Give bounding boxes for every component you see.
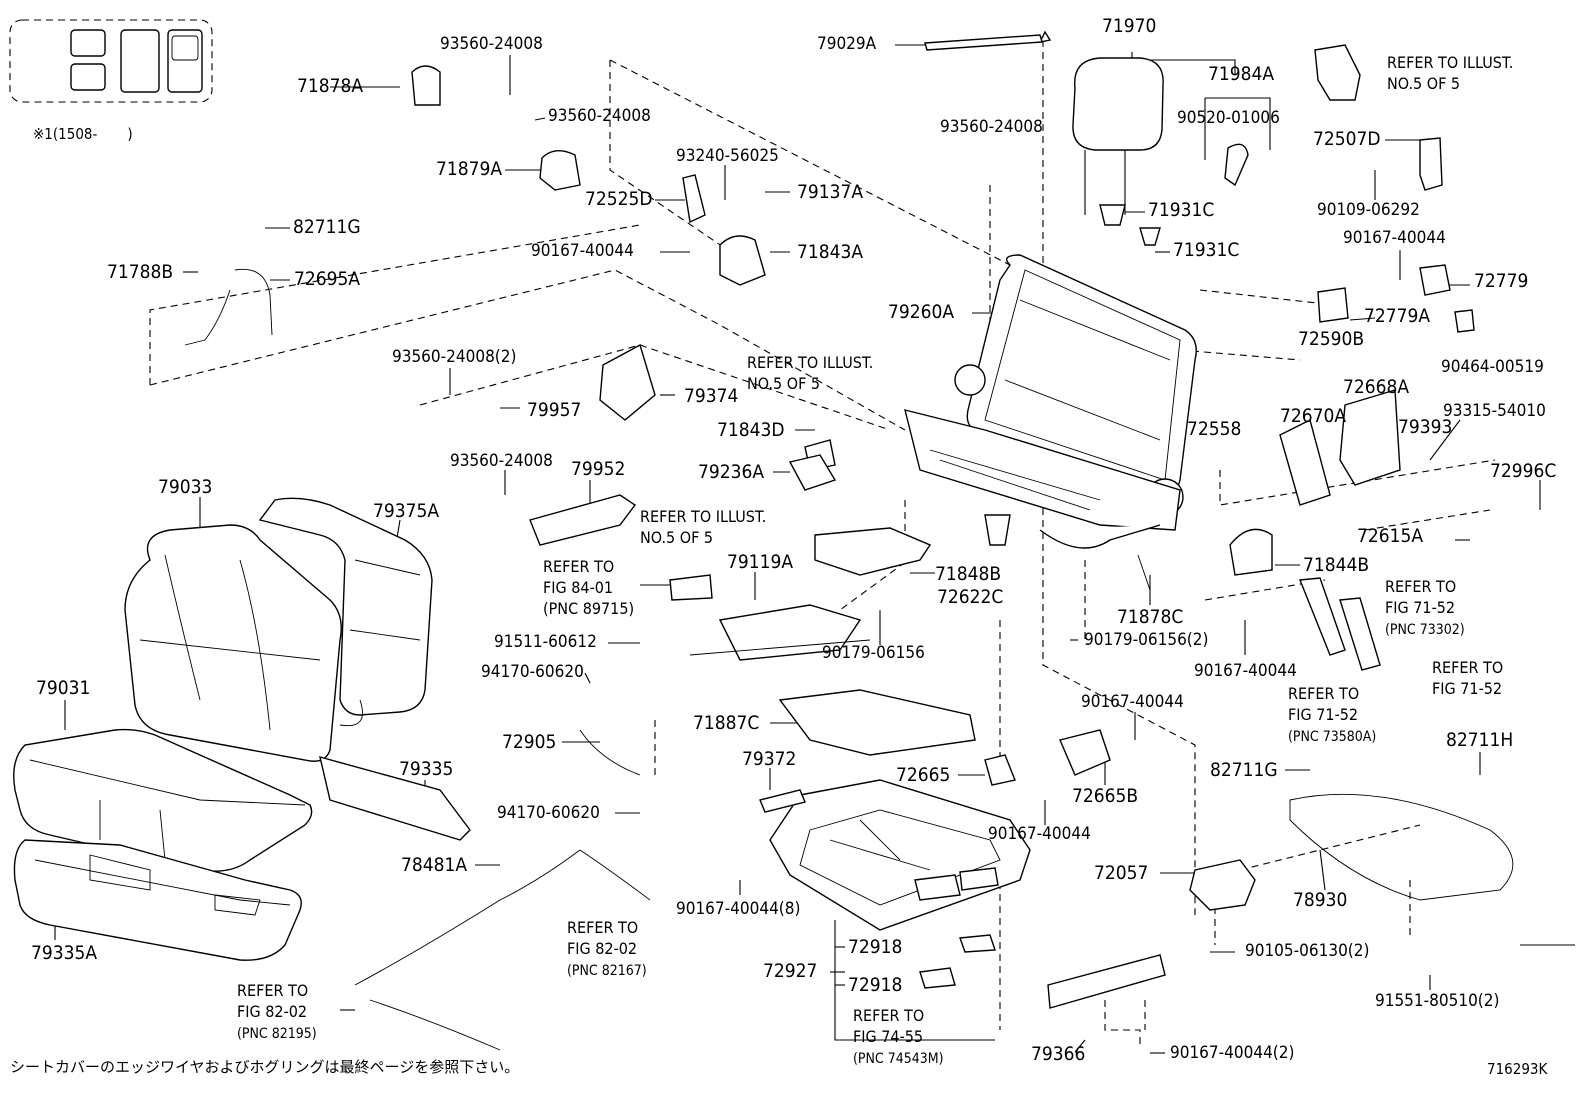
part-79957[interactable]: 79957 xyxy=(527,399,582,421)
part-72670A[interactable]: 72670A xyxy=(1280,405,1347,427)
part-90179-06156[interactable]: 90179-06156 xyxy=(822,643,925,663)
refer-illust-top: REFER TO ILLUST.NO.5 OF 5 xyxy=(1387,53,1514,93)
part-72927[interactable]: 72927 xyxy=(763,960,818,982)
part-90109-06292[interactable]: 90109-06292 xyxy=(1317,200,1420,220)
part-79952[interactable]: 79952 xyxy=(571,458,626,480)
part-93240-56025[interactable]: 93240-56025 xyxy=(676,146,779,166)
part-72695A[interactable]: 72695A xyxy=(294,268,361,290)
part-90105-06130-x2[interactable]: 90105-06130(2) xyxy=(1245,941,1370,961)
part-72507D[interactable]: 72507D xyxy=(1313,128,1381,150)
part-79366[interactable]: 79366 xyxy=(1031,1043,1086,1065)
part-71843A[interactable]: 71843A xyxy=(797,241,864,263)
part-79029A[interactable]: 79029A xyxy=(817,34,877,54)
part-71788B[interactable]: 71788B xyxy=(107,261,174,283)
part-79372[interactable]: 79372 xyxy=(742,748,797,770)
part-71931C-lower[interactable]: 71931C xyxy=(1173,239,1240,261)
part-79374[interactable]: 79374 xyxy=(684,385,739,407)
part-93560-24008-left[interactable]: 93560-24008 xyxy=(450,451,553,471)
part-82711G-lower[interactable]: 82711G xyxy=(1210,759,1278,781)
applicability-note: ※1(1508- ) xyxy=(33,125,133,143)
part-82711H[interactable]: 82711H xyxy=(1446,729,1514,751)
part-93560-24008-top[interactable]: 93560-24008 xyxy=(440,34,543,54)
part-71844B[interactable]: 71844B xyxy=(1303,554,1370,576)
part-71878A[interactable]: 71878A xyxy=(297,75,364,97)
part-91551-80510-x2[interactable]: 91551-80510(2) xyxy=(1375,991,1500,1011)
refer-illust-mid: REFER TO ILLUST.NO.5 OF 5 xyxy=(747,353,874,393)
seat-layout-key-icon xyxy=(9,19,213,103)
part-72057[interactable]: 72057 xyxy=(1094,862,1149,884)
part-94170-60620-lower[interactable]: 94170-60620 xyxy=(497,803,600,823)
part-71848B[interactable]: 71848B xyxy=(935,563,1002,585)
part-93560-24008-x2[interactable]: 93560-24008(2) xyxy=(392,347,517,367)
part-94170-60620-upper[interactable]: 94170-60620 xyxy=(481,662,584,682)
seat-cushion-artwork xyxy=(13,497,471,961)
part-90179-06156-x2[interactable]: 90179-06156(2) xyxy=(1084,630,1209,650)
part-79335[interactable]: 79335 xyxy=(399,758,454,780)
part-90167-40044-x2[interactable]: 90167-40044(2) xyxy=(1170,1043,1295,1063)
part-71879A[interactable]: 71879A xyxy=(436,158,503,180)
part-90464-00519[interactable]: 90464-00519 xyxy=(1441,357,1544,377)
part-90167-40044-mid[interactable]: 90167-40044 xyxy=(1194,661,1297,681)
part-72665[interactable]: 72665 xyxy=(896,764,951,786)
part-72905[interactable]: 72905 xyxy=(502,731,557,753)
part-93560-24008-second[interactable]: 93560-24008 xyxy=(548,106,651,126)
part-91511-60612[interactable]: 91511-60612 xyxy=(494,632,597,652)
seat-back-frame-artwork xyxy=(904,254,1197,549)
part-79236A[interactable]: 79236A xyxy=(698,461,765,483)
part-72996C[interactable]: 72996C xyxy=(1490,460,1557,482)
part-72590B[interactable]: 72590B xyxy=(1298,328,1365,350)
part-78481A[interactable]: 78481A xyxy=(401,854,468,876)
part-71843D[interactable]: 71843D xyxy=(717,419,785,441)
part-72615A[interactable]: 72615A xyxy=(1357,525,1424,547)
part-90167-40044-right[interactable]: 90167-40044 xyxy=(1343,228,1446,248)
part-79393[interactable]: 79393 xyxy=(1398,416,1453,438)
part-72558[interactable]: 72558 xyxy=(1187,418,1242,440)
part-93315-54010[interactable]: 93315-54010 xyxy=(1443,401,1546,421)
part-71931C-upper[interactable]: 71931C xyxy=(1148,199,1215,221)
part-79137A[interactable]: 79137A xyxy=(797,181,864,203)
part-71878C[interactable]: 71878C xyxy=(1117,606,1184,628)
part-72668A[interactable]: 72668A xyxy=(1343,376,1410,398)
part-90520-01006[interactable]: 90520-01006 xyxy=(1177,108,1280,128)
part-90167-40044-upper[interactable]: 90167-40044 xyxy=(531,241,634,261)
part-79260A[interactable]: 79260A xyxy=(888,301,955,323)
diagram-id: 716293K xyxy=(1487,1060,1548,1078)
part-72779[interactable]: 72779 xyxy=(1474,270,1529,292)
part-90167-40044-bracket[interactable]: 90167-40044 xyxy=(1081,692,1184,712)
part-82711G-upper[interactable]: 82711G xyxy=(293,216,361,238)
part-90167-40044-base[interactable]: 90167-40044 xyxy=(988,824,1091,844)
part-72918-lower[interactable]: 72918 xyxy=(848,974,903,996)
part-79119A[interactable]: 79119A xyxy=(727,551,794,573)
part-71970[interactable]: 71970 xyxy=(1102,15,1157,37)
part-72918-upper[interactable]: 72918 xyxy=(848,936,903,958)
part-93560-24008-center[interactable]: 93560-24008 xyxy=(940,117,1043,137)
part-72779A[interactable]: 72779A xyxy=(1364,305,1431,327)
part-72525D[interactable]: 72525D xyxy=(585,188,653,210)
part-71887C[interactable]: 71887C xyxy=(693,712,760,734)
refer-illust-left: REFER TO ILLUST.NO.5 OF 5 xyxy=(640,507,767,547)
part-79335A[interactable]: 79335A xyxy=(31,942,98,964)
part-72622C[interactable]: 72622C xyxy=(937,586,1004,608)
part-79375A[interactable]: 79375A xyxy=(373,500,440,522)
headrest-artwork xyxy=(924,30,1249,246)
part-79033[interactable]: 79033 xyxy=(158,476,213,498)
part-72665B[interactable]: 72665B xyxy=(1072,785,1139,807)
footer-note: シートカバーのエッジワイヤおよびホグリングは最終ページを参照下さい。 xyxy=(10,1058,520,1076)
seat-base-artwork xyxy=(184,44,1575,1051)
part-79031[interactable]: 79031 xyxy=(36,677,91,699)
part-71984A[interactable]: 71984A xyxy=(1208,63,1275,85)
part-90167-40044-x8[interactable]: 90167-40044(8) xyxy=(676,899,801,919)
leader-lines xyxy=(54,44,1541,1054)
part-78930[interactable]: 78930 xyxy=(1293,889,1348,911)
